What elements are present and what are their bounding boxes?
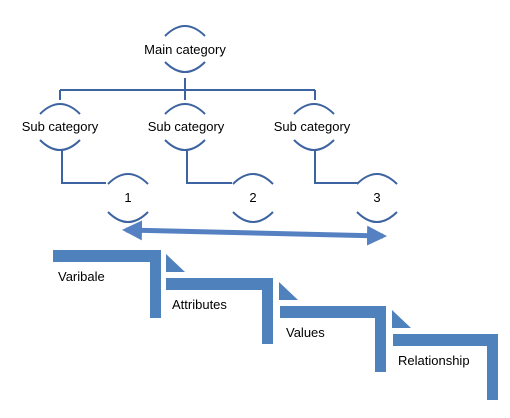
sub-category-label-3: Sub category — [274, 119, 351, 134]
leaf-connector-1 — [61, 149, 106, 184]
step-triangle-3 — [392, 310, 411, 328]
leaf-node-2-bottom-arc — [232, 211, 274, 223]
leaf-connector-3 — [314, 149, 358, 184]
step-triangle-2 — [279, 282, 298, 300]
sub-node-2-top-arc — [164, 103, 206, 115]
leaf-node-1-bottom-arc — [107, 211, 149, 223]
main-node-bottom-arc — [164, 61, 206, 73]
leaf-node-3-top-arc — [356, 173, 398, 185]
double-headed-arrow — [122, 220, 387, 246]
leaf-connector-2 — [186, 149, 232, 184]
step-label-values: Values — [286, 325, 325, 340]
leaf-label-3: 3 — [373, 190, 380, 205]
main-node-top-arc — [164, 25, 206, 37]
step-triangle-1 — [166, 254, 185, 272]
leaf-node-2-top-arc — [232, 173, 274, 185]
step-bracket-1 — [53, 250, 161, 318]
sub-node-3-top-arc — [293, 103, 335, 115]
sub-node-1-bottom-arc — [39, 139, 81, 151]
sub-node-2-bottom-arc — [164, 139, 206, 151]
sub-category-label-1: Sub category — [22, 119, 99, 134]
leaf-node-3-bottom-arc — [356, 211, 398, 223]
sub-node-1-top-arc — [39, 103, 81, 115]
step-label-variable: Varibale — [58, 269, 105, 284]
step-bracket-2 — [166, 278, 273, 344]
step-label-attributes: Attributes — [172, 297, 227, 312]
tree-connectors — [59, 78, 358, 184]
leaf-label-2: 2 — [249, 190, 256, 205]
main-category-label: Main category — [144, 42, 226, 57]
step-bracket-3 — [280, 306, 386, 372]
leaf-node-1-top-arc — [107, 173, 149, 185]
step-label-relationship: Relationship — [398, 353, 470, 368]
sub-node-3-bottom-arc — [293, 139, 335, 151]
step-bracket-4 — [393, 334, 498, 400]
sub-category-label-2: Sub category — [148, 119, 225, 134]
leaf-label-1: 1 — [124, 190, 131, 205]
step-shapes — [53, 250, 498, 400]
